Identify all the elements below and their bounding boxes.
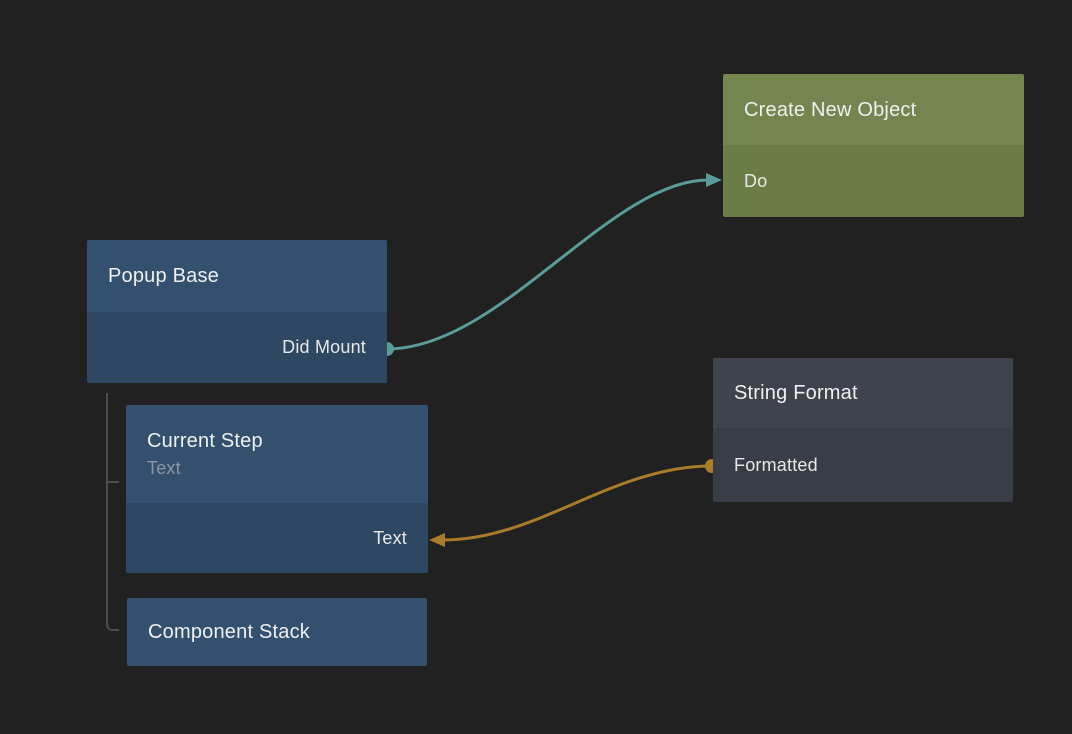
node-title: Popup Base [108,265,219,287]
node-title: Component Stack [148,621,310,643]
node-body: Do [723,145,1024,217]
port-did-mount[interactable]: Did Mount [87,312,387,383]
connection-formatted-to-text[interactable] [442,464,713,542]
node-title: Current Step [147,430,263,452]
hierarchy-line-component-stack [106,393,119,631]
node-current-step[interactable]: Current Step Text Text [126,405,428,573]
port-label: Do [744,170,768,191]
node-subtitle: Text [147,458,181,478]
port-label: Formatted [734,454,818,475]
arrowhead-text-input-icon [429,533,445,547]
node-header: Popup Base [87,240,387,312]
connection-didmount-to-do[interactable] [386,178,709,351]
node-component-stack[interactable]: Component Stack [127,598,427,666]
port-text[interactable]: Text [126,503,428,573]
port-do[interactable]: Do [723,145,1024,217]
arrowhead-do-input-icon [706,173,722,187]
node-body: Formatted [713,428,1013,502]
port-label: Did Mount [282,337,366,357]
node-popup-base[interactable]: Popup Base Did Mount [87,240,387,383]
node-string-format[interactable]: String Format Formatted [713,358,1013,502]
node-header: Component Stack [127,598,427,666]
node-create-new-object[interactable]: Create New Object Do [723,74,1024,217]
node-header: Create New Object [723,74,1024,145]
node-title: String Format [734,382,858,404]
port-label: Text [373,527,407,548]
node-title: Create New Object [744,98,917,121]
node-header: Current Step Text [126,405,428,503]
port-formatted[interactable]: Formatted [713,428,1013,502]
node-body: Text [126,503,428,573]
node-header: String Format [713,358,1013,428]
node-body: Did Mount [87,312,387,383]
